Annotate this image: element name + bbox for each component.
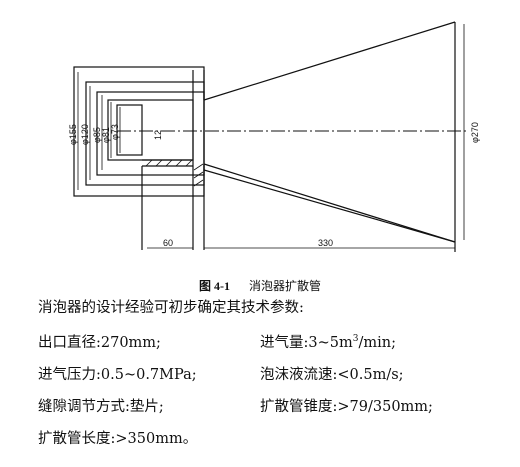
param-length: 扩散管长度:>350mm。 xyxy=(38,431,198,447)
dim-12: 12 xyxy=(153,130,163,140)
dim-d120: φ120 xyxy=(80,124,90,145)
param-taper: 扩散管锥度:>79/350mm; xyxy=(260,399,433,415)
figure-caption: 图 4-1 消泡器扩散管 xyxy=(0,277,520,294)
param-foam-speed: 泡沫液流速:<0.5m/s; xyxy=(260,367,404,383)
dim-d73: φ73 xyxy=(110,124,120,140)
dim-d85: φ85 xyxy=(92,127,102,143)
cone-lower-inner xyxy=(203,169,456,243)
param-pressure: 进气压力:0.5~0.7MPa; xyxy=(38,367,197,383)
diffuser-drawing: φ155 φ120 φ85 φ81 φ73 φ270 60 330 12 xyxy=(68,21,480,252)
cone-upper-edge xyxy=(203,21,456,101)
dim-60: 60 xyxy=(163,238,173,248)
param-intake: 进气量:3~5m3/min; xyxy=(260,334,396,351)
param-outlet: 出口直径:270mm; xyxy=(38,335,161,351)
dim-330: 330 xyxy=(318,238,333,248)
dim-d155: φ155 xyxy=(68,124,78,145)
nozzle-tip xyxy=(116,104,143,156)
caption-title: 消泡器扩散管 xyxy=(249,279,322,293)
param-gap: 缝隙调节方式:垫片; xyxy=(38,399,164,415)
dim-d270: φ270 xyxy=(470,122,480,143)
housing-step-2 xyxy=(96,91,205,176)
inner-bore xyxy=(107,99,194,161)
intro-text: 消泡器的设计经验可初步确定其技术参数: xyxy=(38,300,304,316)
dim-d81: φ81 xyxy=(101,127,111,143)
cone-lower-edge xyxy=(203,163,456,243)
caption-number: 图 4-1 xyxy=(198,279,230,293)
